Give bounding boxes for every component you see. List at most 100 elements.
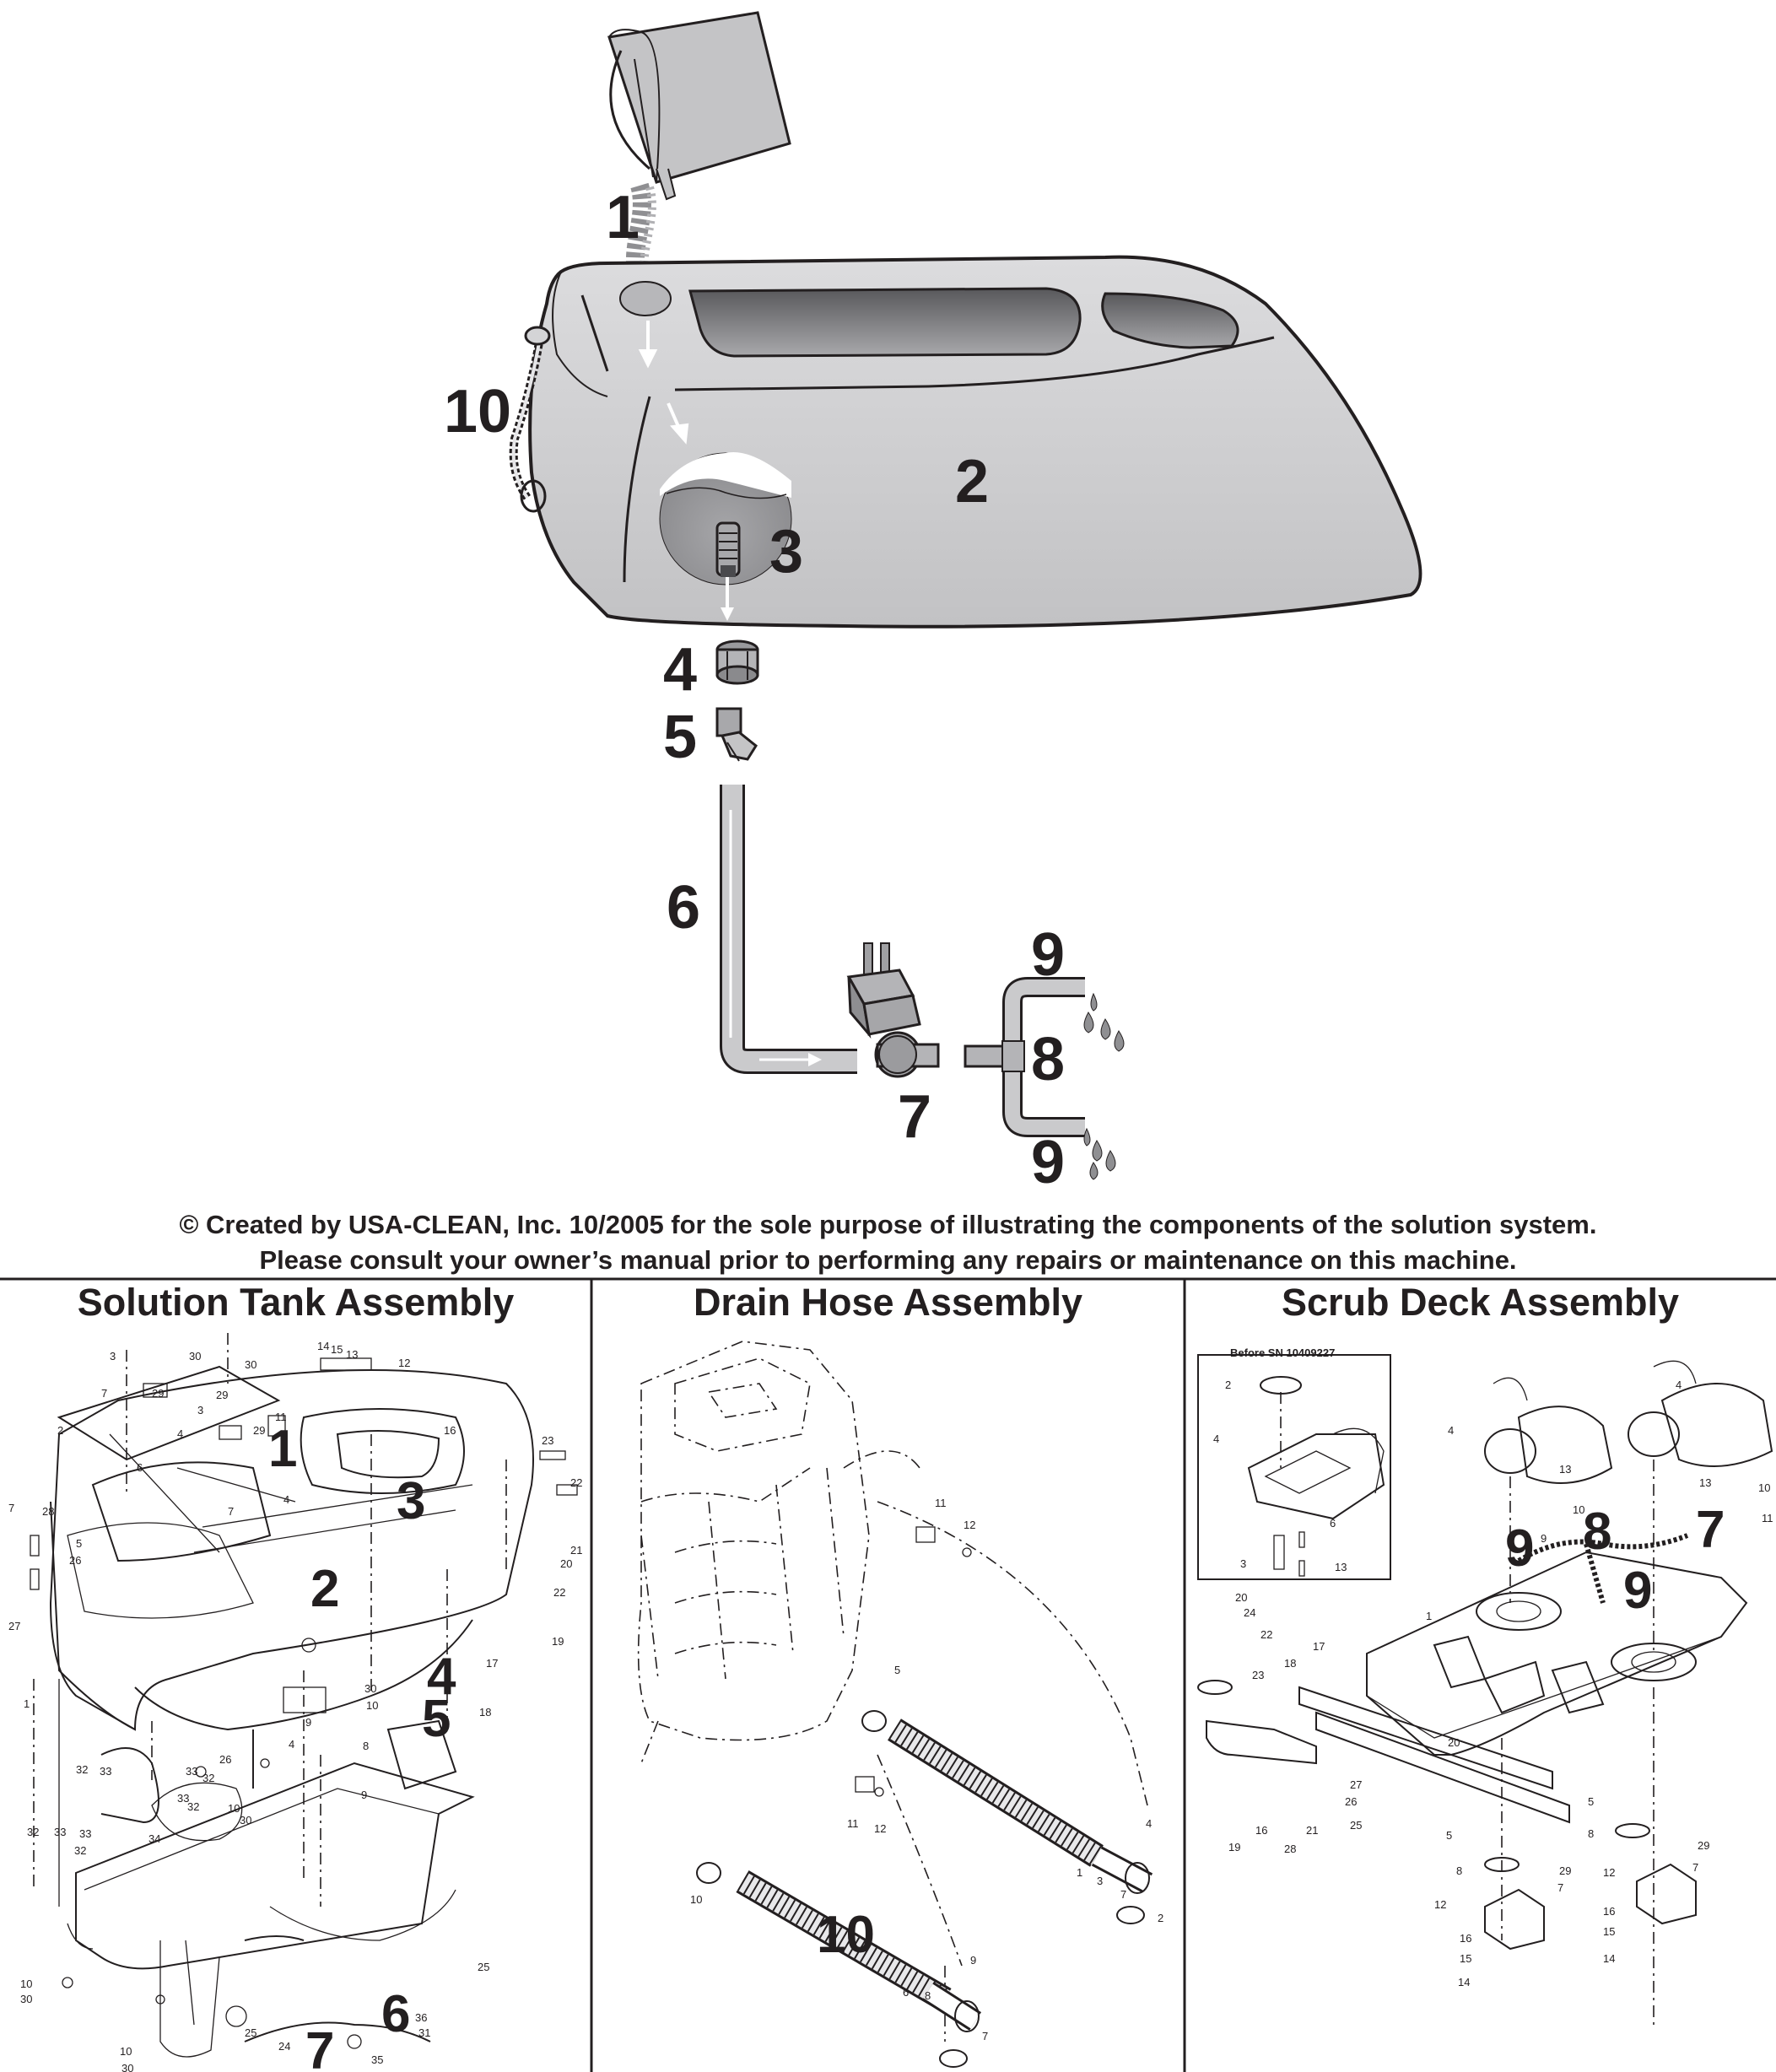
svg-text:4: 4 [283,1493,289,1506]
callout-9-upper: 9 [1031,921,1065,989]
drain-hose-exploded-drawing [637,1341,1153,2068]
bulkhead-fitting [715,639,759,685]
tank-panel-callout-4: 4 [427,1648,456,1706]
svg-text:29: 29 [1559,1864,1571,1877]
tank-panel-callout-3: 3 [397,1472,425,1530]
svg-text:4: 4 [1448,1424,1454,1437]
svg-text:19: 19 [552,1635,564,1648]
svg-text:16: 16 [1255,1824,1267,1837]
svg-text:30: 30 [245,1358,256,1371]
svg-text:30: 30 [364,1682,376,1695]
svg-text:5: 5 [1588,1795,1594,1808]
svg-text:3: 3 [1097,1875,1103,1887]
svg-text:7: 7 [1557,1881,1563,1894]
svg-text:24: 24 [278,2040,290,2053]
svg-text:30: 30 [240,1814,251,1826]
svg-text:8: 8 [1456,1864,1462,1877]
svg-text:17: 17 [1313,1640,1325,1653]
svg-text:15: 15 [1603,1925,1615,1938]
svg-text:32: 32 [187,1800,199,1813]
svg-text:10: 10 [20,1978,32,1990]
panel-title-drain-hose: Drain Hose Assembly [693,1281,1082,1324]
svg-text:33: 33 [100,1765,111,1778]
bucket [607,11,791,201]
svg-text:18: 18 [479,1706,491,1719]
svg-text:12: 12 [1603,1866,1615,1879]
svg-text:4: 4 [177,1427,183,1440]
svg-text:7: 7 [1120,1888,1126,1901]
svg-text:12: 12 [874,1822,886,1835]
svg-text:31: 31 [418,2026,430,2039]
tank-panel-callout-2: 2 [310,1560,339,1618]
panel-title-solution-tank: Solution Tank Assembly [77,1281,515,1324]
svg-text:12: 12 [1434,1898,1446,1911]
svg-text:27: 27 [1350,1778,1362,1791]
svg-text:14: 14 [317,1340,329,1352]
svg-text:7: 7 [982,2030,988,2042]
svg-text:1: 1 [24,1697,30,1710]
svg-text:27: 27 [8,1620,20,1632]
svg-text:13: 13 [1559,1463,1571,1476]
svg-text:11: 11 [847,1817,859,1830]
solution-droplets-upper [1083,992,1125,1052]
svg-text:29: 29 [253,1424,265,1437]
svg-text:14: 14 [1603,1952,1615,1965]
svg-text:1: 1 [1426,1610,1432,1622]
flow-arrows [638,321,689,445]
svg-text:2: 2 [57,1424,63,1437]
svg-text:9: 9 [305,1716,311,1729]
solution-tank-exploded-drawing [30,1333,578,2058]
svg-text:13: 13 [346,1348,358,1361]
inset-label: Before SN 10409227 [1230,1346,1336,1359]
scrub-deck-exploded-drawing [1197,1354,1773,2025]
svg-text:10: 10 [120,2045,132,2058]
svg-text:11: 11 [935,1497,947,1509]
svg-text:26: 26 [1345,1795,1357,1808]
callout-3: 3 [769,518,803,585]
svg-text:33: 33 [186,1765,197,1778]
svg-text:4: 4 [1146,1817,1152,1830]
callout-4: 4 [663,636,697,704]
svg-text:10: 10 [690,1893,702,1906]
svg-text:30: 30 [20,1993,32,2005]
svg-text:26: 26 [69,1554,81,1567]
svg-text:30: 30 [121,2062,133,2072]
strainer-filter [715,521,741,577]
svg-text:20: 20 [1448,1736,1460,1749]
svg-text:10: 10 [228,1802,240,1815]
svg-text:33: 33 [79,1827,91,1840]
callout-1: 1 [606,184,640,251]
svg-text:9: 9 [1541,1532,1547,1545]
svg-text:7: 7 [101,1387,107,1400]
svg-text:3: 3 [1240,1557,1246,1570]
svg-text:30: 30 [189,1350,201,1362]
svg-text:1: 1 [1077,1866,1082,1879]
tank-panel-callout-1: 1 [268,1420,297,1478]
svg-text:28: 28 [1284,1843,1296,1855]
svg-text:25: 25 [478,1961,489,1973]
panel-frame [0,1277,1776,2072]
panel-title-scrub-deck: Scrub Deck Assembly [1281,1281,1680,1324]
svg-text:18: 18 [1284,1657,1296,1670]
svg-text:25: 25 [1350,1819,1362,1832]
svg-text:20: 20 [560,1557,572,1570]
copyright-notice: © Created by USA-CLEAN, Inc. 10/2005 for… [179,1210,1597,1239]
svg-text:11: 11 [1762,1512,1773,1524]
solution-hose [720,785,857,1074]
deck-panel-callout-8: 8 [1583,1503,1611,1561]
callout-10: 10 [444,378,511,445]
tank-cutaway-bubble [659,451,792,621]
solution-droplets-lower [1083,1127,1116,1180]
svg-text:14: 14 [1458,1976,1470,1988]
svg-text:21: 21 [570,1544,582,1557]
svg-text:22: 22 [553,1586,565,1599]
maintenance-notice: Please consult your owner’s manual prior… [259,1245,1517,1275]
svg-text:26: 26 [219,1753,231,1766]
svg-text:20: 20 [1235,1591,1247,1604]
svg-text:24: 24 [1244,1606,1255,1619]
svg-text:2: 2 [1158,1912,1163,1924]
solenoid-valve [846,942,940,1078]
svg-text:28: 28 [42,1505,54,1518]
svg-text:8: 8 [1588,1827,1594,1840]
